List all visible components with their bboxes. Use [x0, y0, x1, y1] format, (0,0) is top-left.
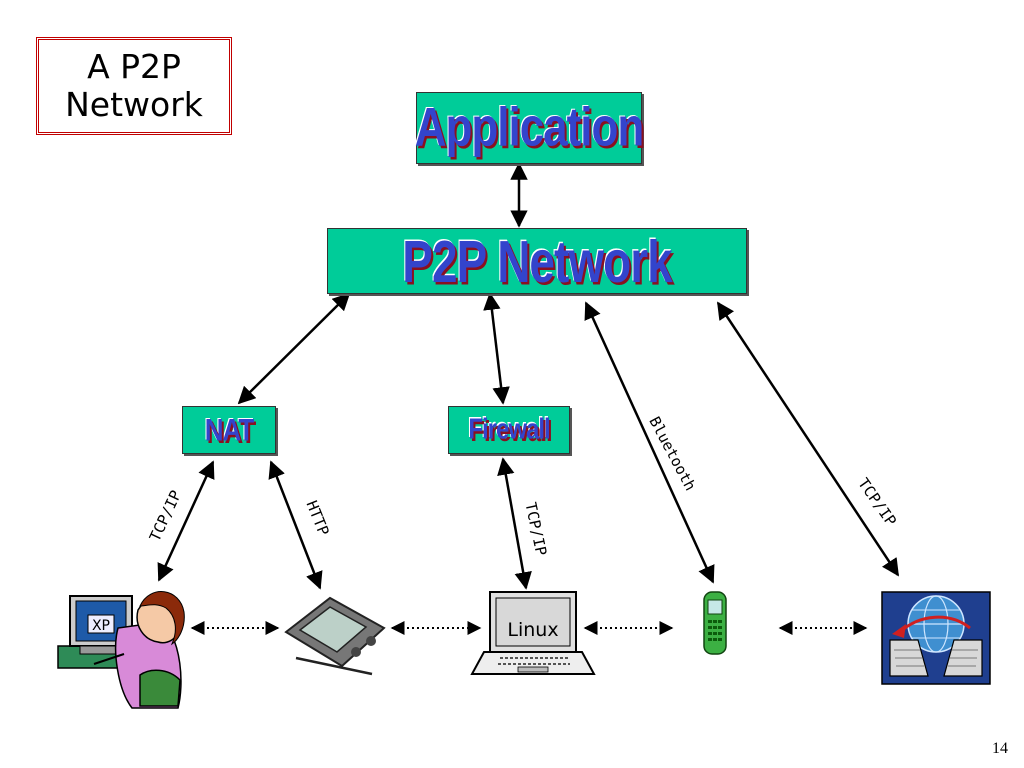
slide-title-box: A P2P Network	[36, 37, 232, 135]
label-firewall-linux: TCP/IP	[521, 501, 550, 558]
xp-label: XP	[92, 618, 110, 634]
edge-nat-xp	[157, 460, 215, 582]
p2p-network-box: P2P Network	[327, 227, 747, 295]
networked-computers-globe-icon	[881, 591, 991, 685]
nat-label: NAT	[204, 411, 255, 448]
firewall-label: Firewall	[468, 413, 550, 446]
application-label: Application	[414, 96, 645, 158]
slide-title-line1: A P2P	[87, 47, 181, 86]
edge-nat-pda	[268, 460, 323, 590]
slide-title-line2: Network	[65, 85, 203, 124]
edge-p2p-phone	[584, 301, 715, 584]
application-box: Application	[414, 92, 645, 164]
pda-icon	[284, 596, 386, 676]
nat-box: NAT	[182, 406, 276, 454]
edge-p2p-firewall	[483, 292, 510, 405]
firewall-box: Firewall	[448, 406, 570, 454]
linux-laptop-icon: Linux	[470, 591, 596, 675]
edge-firewall-linux	[497, 457, 532, 590]
linux-label: Linux	[507, 619, 558, 641]
label-nat-pda: HTTP	[303, 498, 333, 538]
mobile-phone-icon	[703, 591, 727, 655]
page-number: 14	[992, 740, 1008, 757]
woman-at-xp-computer-icon: XP	[57, 591, 185, 709]
edge-p2p-server	[716, 301, 900, 577]
edge-p2p-nat	[237, 292, 351, 405]
p2p-network-label: P2P Network	[402, 227, 672, 295]
